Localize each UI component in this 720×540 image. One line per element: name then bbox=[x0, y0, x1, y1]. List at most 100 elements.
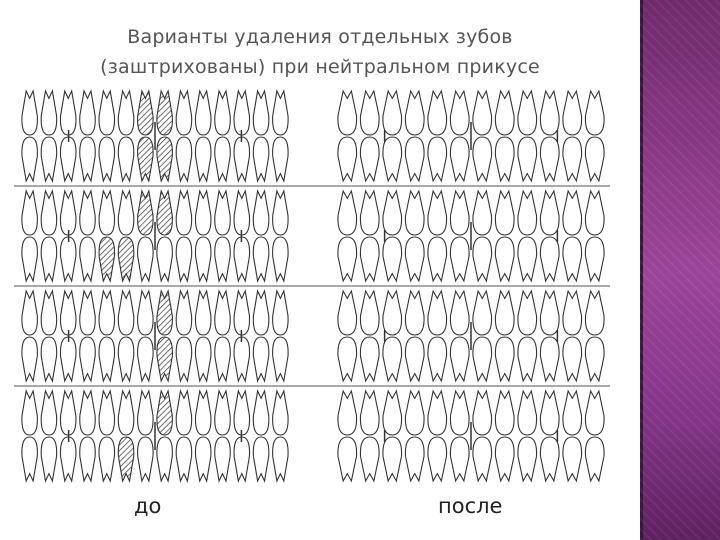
lower-tooth bbox=[99, 437, 114, 481]
upper-tooth bbox=[273, 391, 288, 435]
lower-tooth bbox=[338, 437, 357, 481]
upper-tooth bbox=[540, 191, 559, 235]
lower-tooth bbox=[450, 337, 469, 381]
lower-tooth bbox=[195, 437, 210, 481]
upper-tooth bbox=[338, 191, 357, 235]
lower-tooth bbox=[215, 337, 230, 381]
lower-tooth bbox=[157, 137, 172, 181]
upper-tooth bbox=[234, 191, 249, 235]
lower-tooth bbox=[234, 337, 249, 381]
upper-tooth bbox=[60, 291, 75, 335]
upper-tooth bbox=[383, 391, 402, 435]
upper-tooth bbox=[518, 391, 537, 435]
lower-tooth bbox=[80, 237, 95, 281]
upper-tooth bbox=[273, 291, 288, 335]
lower-tooth bbox=[428, 137, 447, 181]
lower-tooth bbox=[60, 237, 75, 281]
arch-row-2-before bbox=[22, 191, 288, 281]
lower-tooth bbox=[540, 237, 559, 281]
lower-tooth bbox=[450, 137, 469, 181]
lower-tooth bbox=[473, 237, 492, 281]
upper-tooth bbox=[234, 391, 249, 435]
upper-tooth bbox=[118, 191, 133, 235]
lower-tooth bbox=[405, 237, 424, 281]
lower-tooth bbox=[518, 337, 537, 381]
upper-tooth bbox=[405, 391, 424, 435]
upper-tooth bbox=[473, 191, 492, 235]
lower-tooth bbox=[80, 437, 95, 481]
upper-tooth bbox=[495, 191, 514, 235]
lower-tooth bbox=[338, 137, 357, 181]
slide-title: Варианты удаления отдельных зубов (заштр… bbox=[20, 22, 620, 82]
upper-tooth bbox=[195, 391, 210, 435]
lower-tooth bbox=[428, 437, 447, 481]
upper-tooth bbox=[157, 91, 172, 135]
lower-tooth bbox=[473, 437, 492, 481]
upper-tooth bbox=[176, 191, 191, 235]
lower-tooth bbox=[60, 137, 75, 181]
upper-tooth bbox=[99, 91, 114, 135]
lower-tooth bbox=[585, 337, 604, 381]
upper-tooth bbox=[518, 291, 537, 335]
upper-tooth bbox=[234, 91, 249, 135]
upper-tooth bbox=[495, 91, 514, 135]
lower-tooth bbox=[360, 237, 379, 281]
upper-tooth bbox=[22, 391, 37, 435]
lower-tooth bbox=[234, 137, 249, 181]
lower-tooth bbox=[22, 337, 37, 381]
upper-tooth bbox=[338, 91, 357, 135]
upper-tooth bbox=[518, 91, 537, 135]
upper-tooth bbox=[253, 91, 268, 135]
upper-tooth bbox=[450, 91, 469, 135]
lower-tooth bbox=[428, 237, 447, 281]
lower-tooth bbox=[118, 137, 133, 181]
upper-tooth bbox=[60, 391, 75, 435]
lower-tooth bbox=[273, 137, 288, 181]
upper-tooth bbox=[99, 391, 114, 435]
upper-tooth bbox=[138, 91, 153, 135]
upper-tooth bbox=[118, 391, 133, 435]
upper-tooth bbox=[428, 391, 447, 435]
lower-tooth bbox=[563, 437, 582, 481]
upper-tooth bbox=[518, 191, 537, 235]
lower-tooth bbox=[195, 137, 210, 181]
upper-tooth bbox=[428, 191, 447, 235]
lower-tooth bbox=[360, 337, 379, 381]
upper-tooth bbox=[585, 391, 604, 435]
lower-tooth bbox=[138, 137, 153, 181]
upper-tooth bbox=[360, 191, 379, 235]
upper-tooth bbox=[273, 191, 288, 235]
upper-tooth bbox=[215, 91, 230, 135]
upper-tooth bbox=[360, 291, 379, 335]
upper-tooth bbox=[253, 291, 268, 335]
upper-tooth bbox=[215, 291, 230, 335]
lower-tooth bbox=[99, 237, 114, 281]
arch-row-3-after bbox=[338, 291, 604, 381]
upper-tooth bbox=[157, 191, 172, 235]
lower-tooth bbox=[405, 437, 424, 481]
lower-tooth bbox=[138, 237, 153, 281]
lower-tooth bbox=[41, 137, 56, 181]
upper-tooth bbox=[360, 391, 379, 435]
lower-tooth bbox=[383, 137, 402, 181]
lower-tooth bbox=[215, 237, 230, 281]
upper-tooth bbox=[540, 291, 559, 335]
title-line-2: (заштрихованы) при нейтральном прикусе bbox=[20, 52, 620, 82]
upper-tooth bbox=[41, 91, 56, 135]
upper-tooth bbox=[138, 291, 153, 335]
lower-tooth bbox=[563, 337, 582, 381]
lower-tooth bbox=[585, 137, 604, 181]
upper-tooth bbox=[383, 91, 402, 135]
upper-tooth bbox=[473, 291, 492, 335]
lower-tooth bbox=[80, 337, 95, 381]
lower-tooth bbox=[41, 337, 56, 381]
lower-tooth bbox=[138, 337, 153, 381]
dental-arch-illustration bbox=[14, 86, 614, 486]
upper-tooth bbox=[80, 291, 95, 335]
lower-tooth bbox=[60, 437, 75, 481]
upper-tooth bbox=[176, 291, 191, 335]
lower-tooth bbox=[60, 337, 75, 381]
upper-tooth bbox=[138, 391, 153, 435]
upper-tooth bbox=[563, 191, 582, 235]
upper-tooth bbox=[338, 391, 357, 435]
